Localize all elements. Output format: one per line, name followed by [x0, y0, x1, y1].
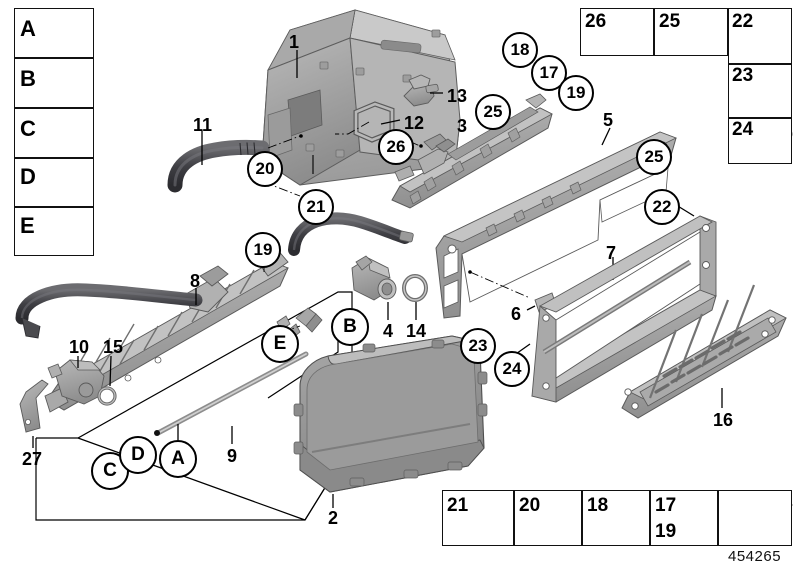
legend-label-17: 17: [655, 495, 677, 516]
callout-12: 12: [404, 113, 425, 133]
legend-box-25: [654, 8, 728, 56]
circled-callout-20: 20: [247, 151, 283, 187]
legend-left-row-b: [14, 58, 94, 108]
callout-14: 14: [406, 321, 427, 341]
legend-left-row-d: [14, 158, 94, 207]
legend-box-22: [728, 8, 792, 64]
callout-15: 15: [103, 337, 124, 357]
callout-8: 8: [190, 271, 201, 291]
circled-callout-26: 26: [378, 129, 414, 165]
legend-box-20: [514, 490, 582, 546]
callout-6: 6: [511, 304, 522, 324]
part-4-lock-cylinder: [351, 255, 397, 301]
leader-lines-group-e: [177, 424, 233, 444]
legend-box-26: [580, 8, 654, 56]
callout-4: 4: [383, 321, 394, 341]
circled-callout-22: 22: [644, 189, 680, 225]
callout-2: 2: [328, 508, 339, 528]
legend-box-17-19: [650, 490, 718, 546]
circled-callout-18: 18: [502, 32, 538, 68]
legend-left-row-a: [14, 8, 94, 58]
callout-27: 27: [22, 449, 43, 469]
part-10-latch: [47, 359, 105, 405]
part-16-ribbed-panel: [621, 284, 787, 419]
circled-callout-21: 21: [298, 189, 334, 225]
leader-lines-group-f: [387, 302, 417, 320]
legend-label-21: 21: [447, 495, 469, 516]
circled-callout-25-upper: 25: [475, 94, 511, 130]
legend-label-c: C: [20, 116, 36, 141]
part-8-inlet-hose: [15, 283, 203, 339]
part-14-retaining-ring: [402, 274, 428, 302]
circled-letter-d: D: [119, 436, 157, 474]
leader-lines-group-b: [335, 92, 443, 148]
circled-letter-a: A: [159, 440, 197, 478]
callout-9: 9: [227, 446, 238, 466]
callout-10: 10: [69, 337, 90, 357]
part-1-glove-box-housing: [261, 9, 461, 186]
callout-5: 5: [603, 110, 614, 130]
callout-3: 3: [457, 116, 468, 136]
legend-label-25: 25: [659, 11, 681, 32]
part-9-actuating-rod: [154, 351, 309, 436]
circled-letter-e: E: [261, 325, 299, 363]
legend-label-24: 24: [732, 119, 754, 140]
part-27-bracket: [19, 379, 49, 433]
legend-label-23: 23: [732, 65, 754, 86]
legend-label-e: E: [20, 213, 35, 238]
legend-label-a: A: [20, 16, 36, 41]
callout-16: 16: [713, 410, 734, 430]
legend-label-26: 26: [585, 11, 607, 32]
circled-callout-19-lower: 19: [245, 232, 281, 268]
part-8-cable-hose: [288, 212, 414, 256]
legend-left-row-e: [14, 207, 94, 256]
part-2-glove-box-lid: [293, 335, 488, 493]
callout-1: 1: [289, 32, 300, 52]
circled-callout-23: 23: [460, 328, 496, 364]
part-13-lamp: [403, 74, 439, 107]
part-15-retaining-clip: [97, 386, 117, 406]
circled-callout-24: 24: [494, 351, 530, 387]
circled-callout-25-right: 25: [636, 139, 672, 175]
legend-box-18: [582, 490, 650, 546]
part-5-support-frame: [435, 131, 678, 319]
legend-label-18: 18: [587, 495, 609, 516]
callout-7: 7: [606, 243, 617, 263]
legend-box-arrow: [718, 490, 792, 546]
legend-box-23: [728, 64, 792, 118]
legend-box-21: [442, 490, 514, 546]
legend-label-22: 22: [732, 11, 754, 32]
part-7-trim-frame: [531, 215, 717, 403]
diagram-id: 454265: [728, 548, 782, 565]
legend-box-24: [728, 118, 792, 164]
part-11-air-duct-hose: [167, 139, 270, 193]
legend-label-b: B: [20, 66, 36, 91]
legend-label-20: 20: [519, 495, 541, 516]
callout-11: 11: [193, 115, 213, 135]
legend-label-19: 19: [655, 521, 677, 542]
callout-13: 13: [447, 86, 468, 106]
circled-callout-19-upper: 19: [558, 75, 594, 111]
part-3-guide-rail: [391, 93, 553, 209]
circled-letter-b: B: [331, 308, 369, 346]
legend-label-d: D: [20, 164, 36, 189]
legend-left-row-c: [14, 108, 94, 158]
leader-lines-group-d: [32, 355, 112, 448]
